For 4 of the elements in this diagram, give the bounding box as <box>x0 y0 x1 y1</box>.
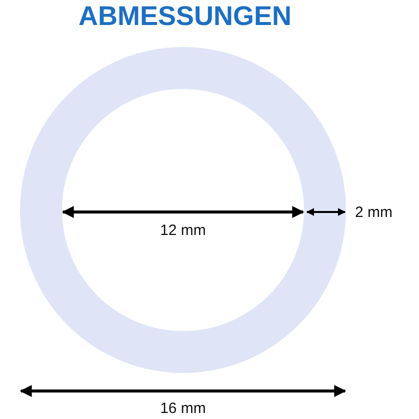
dimension-label: 16 mm <box>160 400 206 418</box>
dimension-label: 12 mm <box>160 222 206 240</box>
title: ABMESSUNGEN <box>77 0 293 32</box>
dimension-label: 2 mm <box>355 204 392 222</box>
